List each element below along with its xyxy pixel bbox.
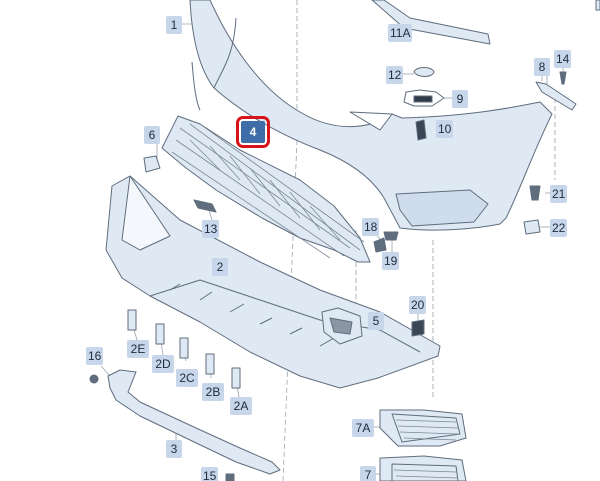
tow-cover (413, 67, 435, 77)
bumper-parts (89, 0, 600, 481)
callout-part-19[interactable]: 19 (382, 252, 400, 270)
callout-part-7a[interactable]: 7A (352, 419, 374, 437)
callout-part-22[interactable]: 22 (550, 219, 568, 237)
callout-part-6[interactable]: 6 (144, 126, 160, 144)
callout-part-21[interactable]: 21 (550, 185, 568, 203)
callout-part-20[interactable]: 20 (409, 296, 427, 314)
callout-part-16[interactable]: 16 (86, 347, 104, 365)
callout-part-1[interactable]: 1 (166, 16, 182, 34)
callout-part-2b[interactable]: 2B (202, 383, 224, 401)
callout-part-2[interactable]: 2 (212, 258, 228, 276)
callout-part-2a[interactable]: 2A (230, 397, 252, 415)
callout-part-2c[interactable]: 2C (176, 369, 198, 387)
side-bracket (535, 81, 577, 111)
callout-part-10[interactable]: 10 (436, 120, 454, 138)
callout-part-12[interactable]: 12 (386, 66, 404, 84)
callout-part-9[interactable]: 9 (452, 90, 468, 108)
callout-part-2d[interactable]: 2D (152, 355, 174, 373)
callout-part-15[interactable]: 15 (201, 467, 219, 481)
callout-part-7[interactable]: 7 (360, 466, 376, 481)
callout-part-5[interactable]: 5 (368, 312, 384, 330)
callout-part-2e[interactable]: 2E (127, 340, 149, 358)
fog-light-grille-7a (379, 409, 467, 447)
callout-part-14[interactable]: 14 (554, 50, 572, 68)
callout-part-13[interactable]: 13 (202, 220, 220, 238)
fog-light-grille-7 (379, 455, 467, 481)
callout-part-11a[interactable]: 11A (388, 24, 412, 42)
callout-part-3[interactable]: 3 (166, 440, 182, 458)
callout-part-4-highlighted[interactable]: 4 (236, 116, 270, 148)
callout-part-8[interactable]: 8 (534, 58, 550, 76)
callout-part-18[interactable]: 18 (362, 218, 380, 236)
